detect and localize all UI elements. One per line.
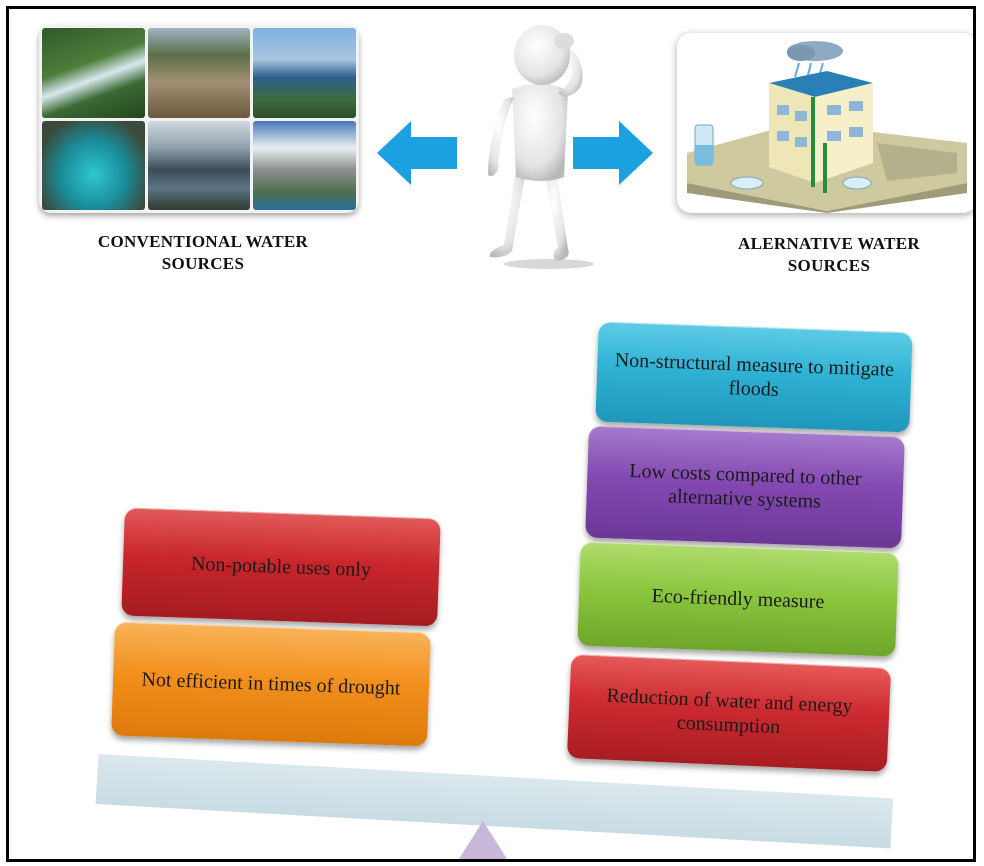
spring-pool-photo (42, 120, 145, 210)
arrow-left-icon (377, 121, 457, 185)
balance-fulcrum (445, 821, 521, 859)
thinking-person-icon (488, 25, 594, 269)
rainwater-harvesting-building-illustration (677, 33, 973, 213)
lake-photo (253, 28, 356, 118)
conventional-sources-caption: CONVENTIONAL WATER SOURCES (43, 231, 363, 275)
caption-line: CONVENTIONAL WATER (97, 232, 309, 251)
advantage-box-consumption-reduction: Reduction of water and energy consumptio… (566, 654, 892, 772)
advantage-label: Reduction of water and energy consumptio… (606, 684, 853, 739)
advantage-box-eco-friendly: Eco-friendly measure (577, 541, 899, 657)
building-icon (687, 41, 967, 213)
crater-lake-photo (147, 120, 251, 210)
diagram-frame: CONVENTIONAL WATER SOURCES (6, 6, 976, 862)
advantage-box-flood-mitigation: Non-structural measure to mitigate flood… (595, 321, 913, 433)
caption-line: ALERNATIVE WATER (738, 234, 920, 253)
advantage-label: Low costs compared to other alternative … (629, 459, 862, 513)
limitation-box-non-potable: Non-potable uses only (121, 507, 441, 627)
advantage-box-low-costs: Low costs compared to other alternative … (585, 425, 905, 549)
caption-line: SOURCES (161, 254, 245, 273)
river-photo (147, 28, 251, 118)
limitation-label: Non-potable uses only (190, 552, 372, 582)
limitation-label: Not efficient in times of drought (141, 668, 401, 700)
caption-line: SOURCES (787, 256, 871, 275)
limitation-box-drought: Not efficient in times of drought (111, 621, 431, 747)
mountain-lake-photo (253, 120, 356, 210)
advantage-label: Eco-friendly measure (651, 584, 825, 614)
arrow-right-icon (573, 121, 653, 185)
waterfall-photo (42, 28, 145, 118)
alternative-sources-caption: ALERNATIVE WATER SOURCES (681, 233, 973, 277)
conventional-sources-photo-collage (39, 25, 359, 213)
advantage-label: Non-structural measure to mitigate flood… (614, 349, 895, 401)
